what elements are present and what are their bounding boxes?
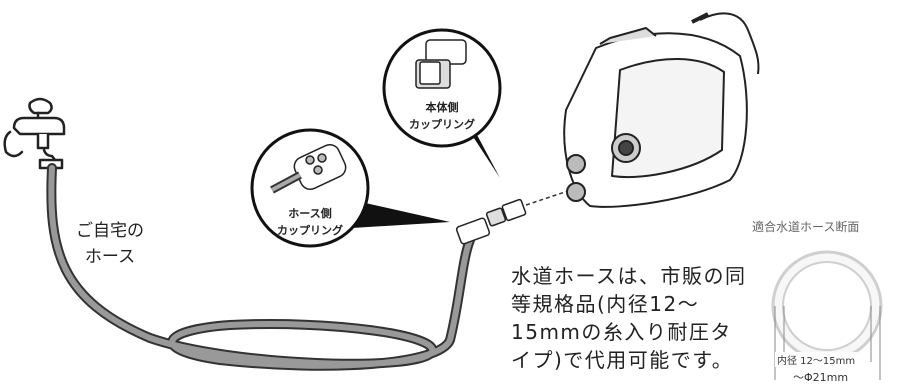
hose-coupling-line-2: カップリング (277, 224, 343, 237)
cross-section-title: 適合水道ホース断面 (752, 220, 860, 234)
main-coupling-callout (382, 28, 502, 178)
home-hose-line-2: ホース (84, 247, 136, 267)
hose-coupling-line-1: ホース側 (288, 207, 332, 220)
main-unit-coupling-label: 本体側 カップリング (392, 99, 492, 133)
hose-cross-section-icon (771, 250, 883, 380)
main-unit-coupling-line-2: カップリング (409, 118, 475, 131)
description-text: 水道ホースは、市販の同等規格品(内径12〜15mmの糸入り耐圧タイプ)で代用可能… (511, 264, 747, 372)
inner-diameter-label: 内径 12〜15mm (775, 352, 858, 367)
hose-coupling-label: ホース側 カップリング (260, 205, 360, 239)
faucet-icon (3, 97, 66, 170)
garden-hose (46, 163, 475, 371)
home-hose-label: ご自宅の ホース (76, 218, 144, 270)
home-hose-line-1: ご自宅の (76, 221, 144, 241)
main-unit-coupling-line-1: 本体側 (425, 101, 459, 114)
hose-coupling-icon (455, 198, 527, 245)
outer-diameter-label: 〜Φ21mm (793, 371, 849, 384)
pressure-washer-icon (563, 12, 760, 208)
hose-coupling-callout (250, 128, 450, 248)
